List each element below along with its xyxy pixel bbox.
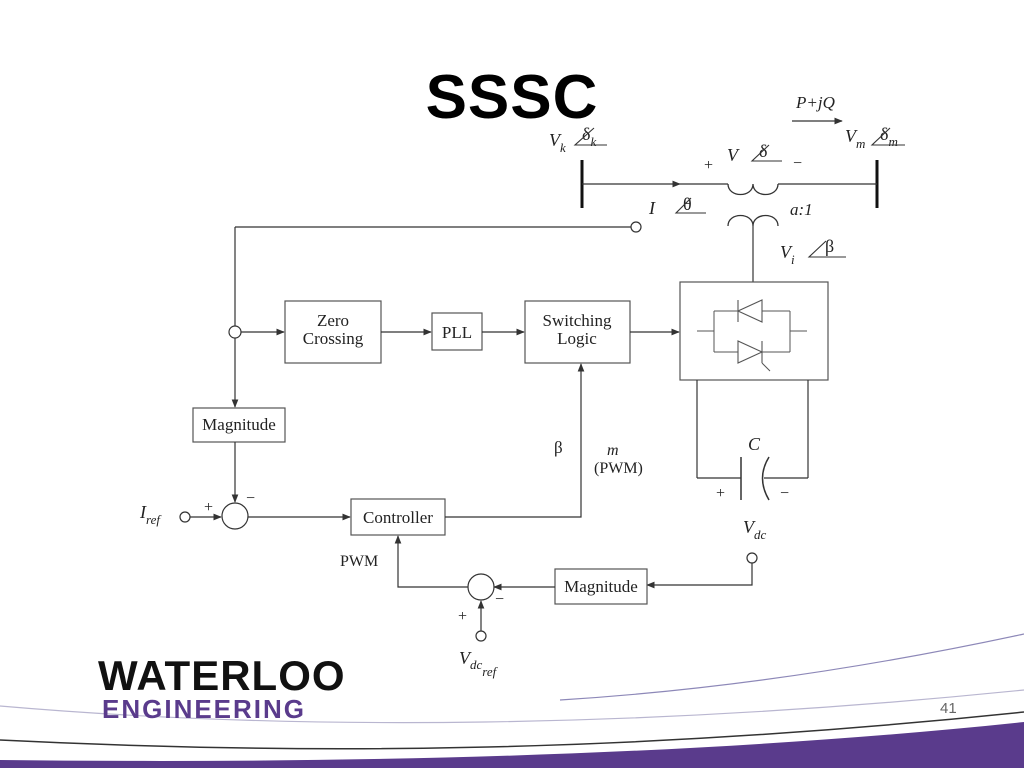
zero-crossing-label-1: Zero — [317, 311, 349, 330]
controller-label: Controller — [363, 508, 433, 527]
vdc-label: Vdc — [743, 517, 767, 542]
magnitude-right-block — [554, 568, 648, 605]
magnitude-left-label: Magnitude — [202, 415, 276, 434]
power-flow-label: P+jQ — [795, 93, 835, 112]
transformer-primary — [727, 183, 779, 196]
vi-angle: β — [825, 236, 834, 256]
thyristor-top — [736, 299, 763, 323]
v-series-label: V — [727, 145, 740, 165]
m-label: m — [607, 442, 619, 459]
footer-swoosh-thin — [0, 689, 1024, 724]
pll-block — [431, 312, 483, 351]
current-angle: θ — [683, 194, 692, 214]
pwm-label: PWM — [340, 553, 378, 570]
footer-band — [0, 722, 1024, 768]
vdc-to-magnitude — [646, 563, 753, 589]
cap-minus: − — [780, 485, 789, 502]
switching-logic-block — [524, 300, 631, 364]
switching-logic-label-2: Logic — [557, 329, 597, 348]
transformer-secondary — [727, 214, 779, 227]
iref-minus: − — [246, 490, 255, 507]
zero-crossing-block — [284, 300, 382, 364]
ratio-label: a:1 — [790, 200, 813, 219]
waterloo-wordmark: WATERLOO — [98, 652, 346, 692]
controller-block — [350, 498, 446, 536]
vk-label: Vk — [549, 130, 566, 155]
vm-label: Vm — [845, 126, 865, 151]
vdc-summing-junction — [467, 573, 495, 601]
vk-angle: δk — [582, 124, 596, 149]
thyristor-bottom — [737, 340, 764, 364]
vdc-summer-to-controller — [394, 535, 468, 588]
capacitor-curved-plate — [761, 456, 770, 501]
vdcref-plus: + — [458, 608, 467, 625]
vi-angle-mark — [807, 240, 846, 258]
vdcref-terminal — [475, 630, 487, 642]
vm-angle-mark — [870, 127, 905, 146]
vk-angle-mark — [573, 127, 607, 146]
vdc-terminal — [746, 552, 758, 564]
iref-plus: + — [204, 499, 213, 516]
branch-node — [228, 325, 242, 339]
magnitude-left-block — [192, 407, 286, 443]
iref-terminal — [179, 511, 191, 523]
page-number: 41 — [940, 700, 957, 717]
vi-label: Vi — [780, 242, 795, 267]
beta-label: β — [554, 438, 563, 457]
thyristor-gate — [761, 362, 771, 372]
zero-crossing-label-2: Crossing — [303, 329, 364, 348]
v-series-plus: + — [704, 157, 713, 174]
footer-swoosh-dark — [0, 711, 1024, 750]
cap-plus: + — [716, 485, 725, 502]
vdcref-label: Vdcref — [459, 648, 499, 679]
magnitude-right-label: Magnitude — [564, 577, 638, 596]
engineering-wordmark: ENGINEERING — [102, 694, 307, 724]
switching-logic-label-1: Switching — [543, 311, 612, 330]
i-angle-mark — [674, 197, 706, 214]
current-measure-terminal — [630, 221, 642, 233]
controller-to-switching — [445, 363, 585, 518]
vdc-minus: − — [495, 591, 504, 608]
current-label: I — [648, 198, 656, 218]
pwm-paren-label: (PWM) — [594, 460, 643, 477]
v-series-minus: − — [793, 155, 802, 172]
v-angle-mark — [750, 144, 782, 162]
current-summing-junction — [221, 502, 249, 530]
pll-label: PLL — [442, 323, 472, 342]
slide-title: SSSC — [425, 63, 599, 132]
capacitor-label: C — [748, 434, 761, 454]
iref-label: Iref — [139, 502, 162, 527]
footer-swoosh-upper — [559, 633, 1024, 701]
